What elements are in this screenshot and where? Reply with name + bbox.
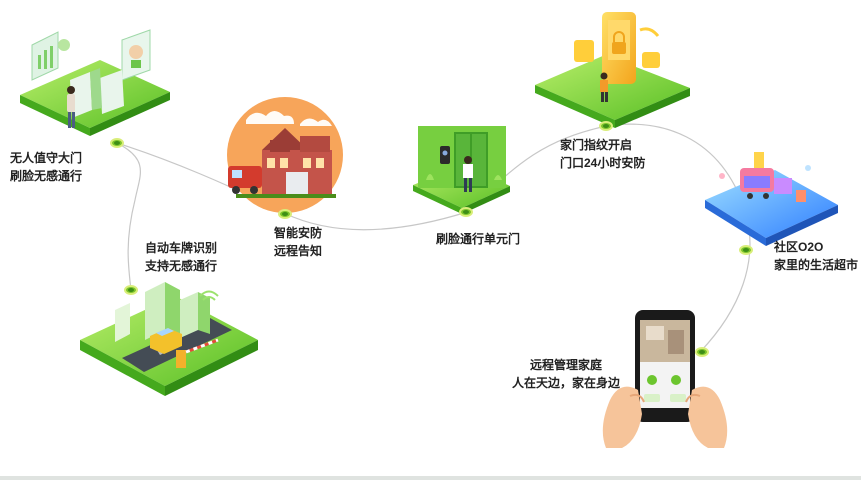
unit-door-icon xyxy=(413,126,510,214)
label-fingerprint-line2: 门口24小时安防 xyxy=(560,156,646,170)
label-security-line2: 远程告知 xyxy=(274,244,323,258)
path-node-unmanned-gate xyxy=(110,138,124,148)
path-node-security xyxy=(278,209,292,219)
path-node-o2o xyxy=(739,245,753,255)
label-remote-line2: 人在天边，家在身边 xyxy=(512,376,621,390)
label-fingerprint: 家门指纹开启 门口24小时安防 xyxy=(560,136,645,172)
path-node-remote xyxy=(695,347,709,357)
fingerprint-lock-icon xyxy=(535,12,690,128)
connection-branch xyxy=(116,142,142,291)
fire-station-icon xyxy=(227,97,343,213)
label-o2o-line1: 社区O2O xyxy=(774,240,824,254)
label-unmanned-gate: 无人值守大门 刷脸无感通行 xyxy=(10,149,82,185)
label-o2o: 社区O2O 家里的生活超市 xyxy=(774,238,858,274)
label-unit-door-line1: 刷脸通行单元门 xyxy=(436,232,521,246)
smartphone-icon xyxy=(602,310,728,448)
path-node-fingerprint xyxy=(599,121,613,131)
label-o2o-line2: 家里的生活超市 xyxy=(774,258,859,272)
label-plate: 自动车牌识别 支持无感通行 xyxy=(145,239,217,275)
label-unmanned-gate-line2: 刷脸无感通行 xyxy=(10,169,83,183)
shopping-icon xyxy=(705,152,838,246)
bottom-divider xyxy=(0,476,861,480)
label-fingerprint-line1: 家门指纹开启 xyxy=(560,138,633,152)
label-remote-line1: 远程管理家庭 xyxy=(530,358,603,372)
label-remote: 远程管理家庭 人在天边，家在身边 xyxy=(512,356,620,392)
label-plate-line1: 自动车牌识别 xyxy=(145,241,218,255)
label-security: 智能安防 远程告知 xyxy=(274,224,322,260)
label-plate-line2: 支持无感通行 xyxy=(145,259,218,273)
face-gate-icon xyxy=(20,29,170,136)
label-security-line1: 智能安防 xyxy=(274,226,323,240)
label-unit-door: 刷脸通行单元门 xyxy=(436,230,520,248)
path-node-unit-door xyxy=(459,207,473,217)
parking-gate-icon xyxy=(80,282,258,396)
path-node-plate xyxy=(124,285,138,295)
label-unmanned-gate-line1: 无人值守大门 xyxy=(10,151,83,165)
